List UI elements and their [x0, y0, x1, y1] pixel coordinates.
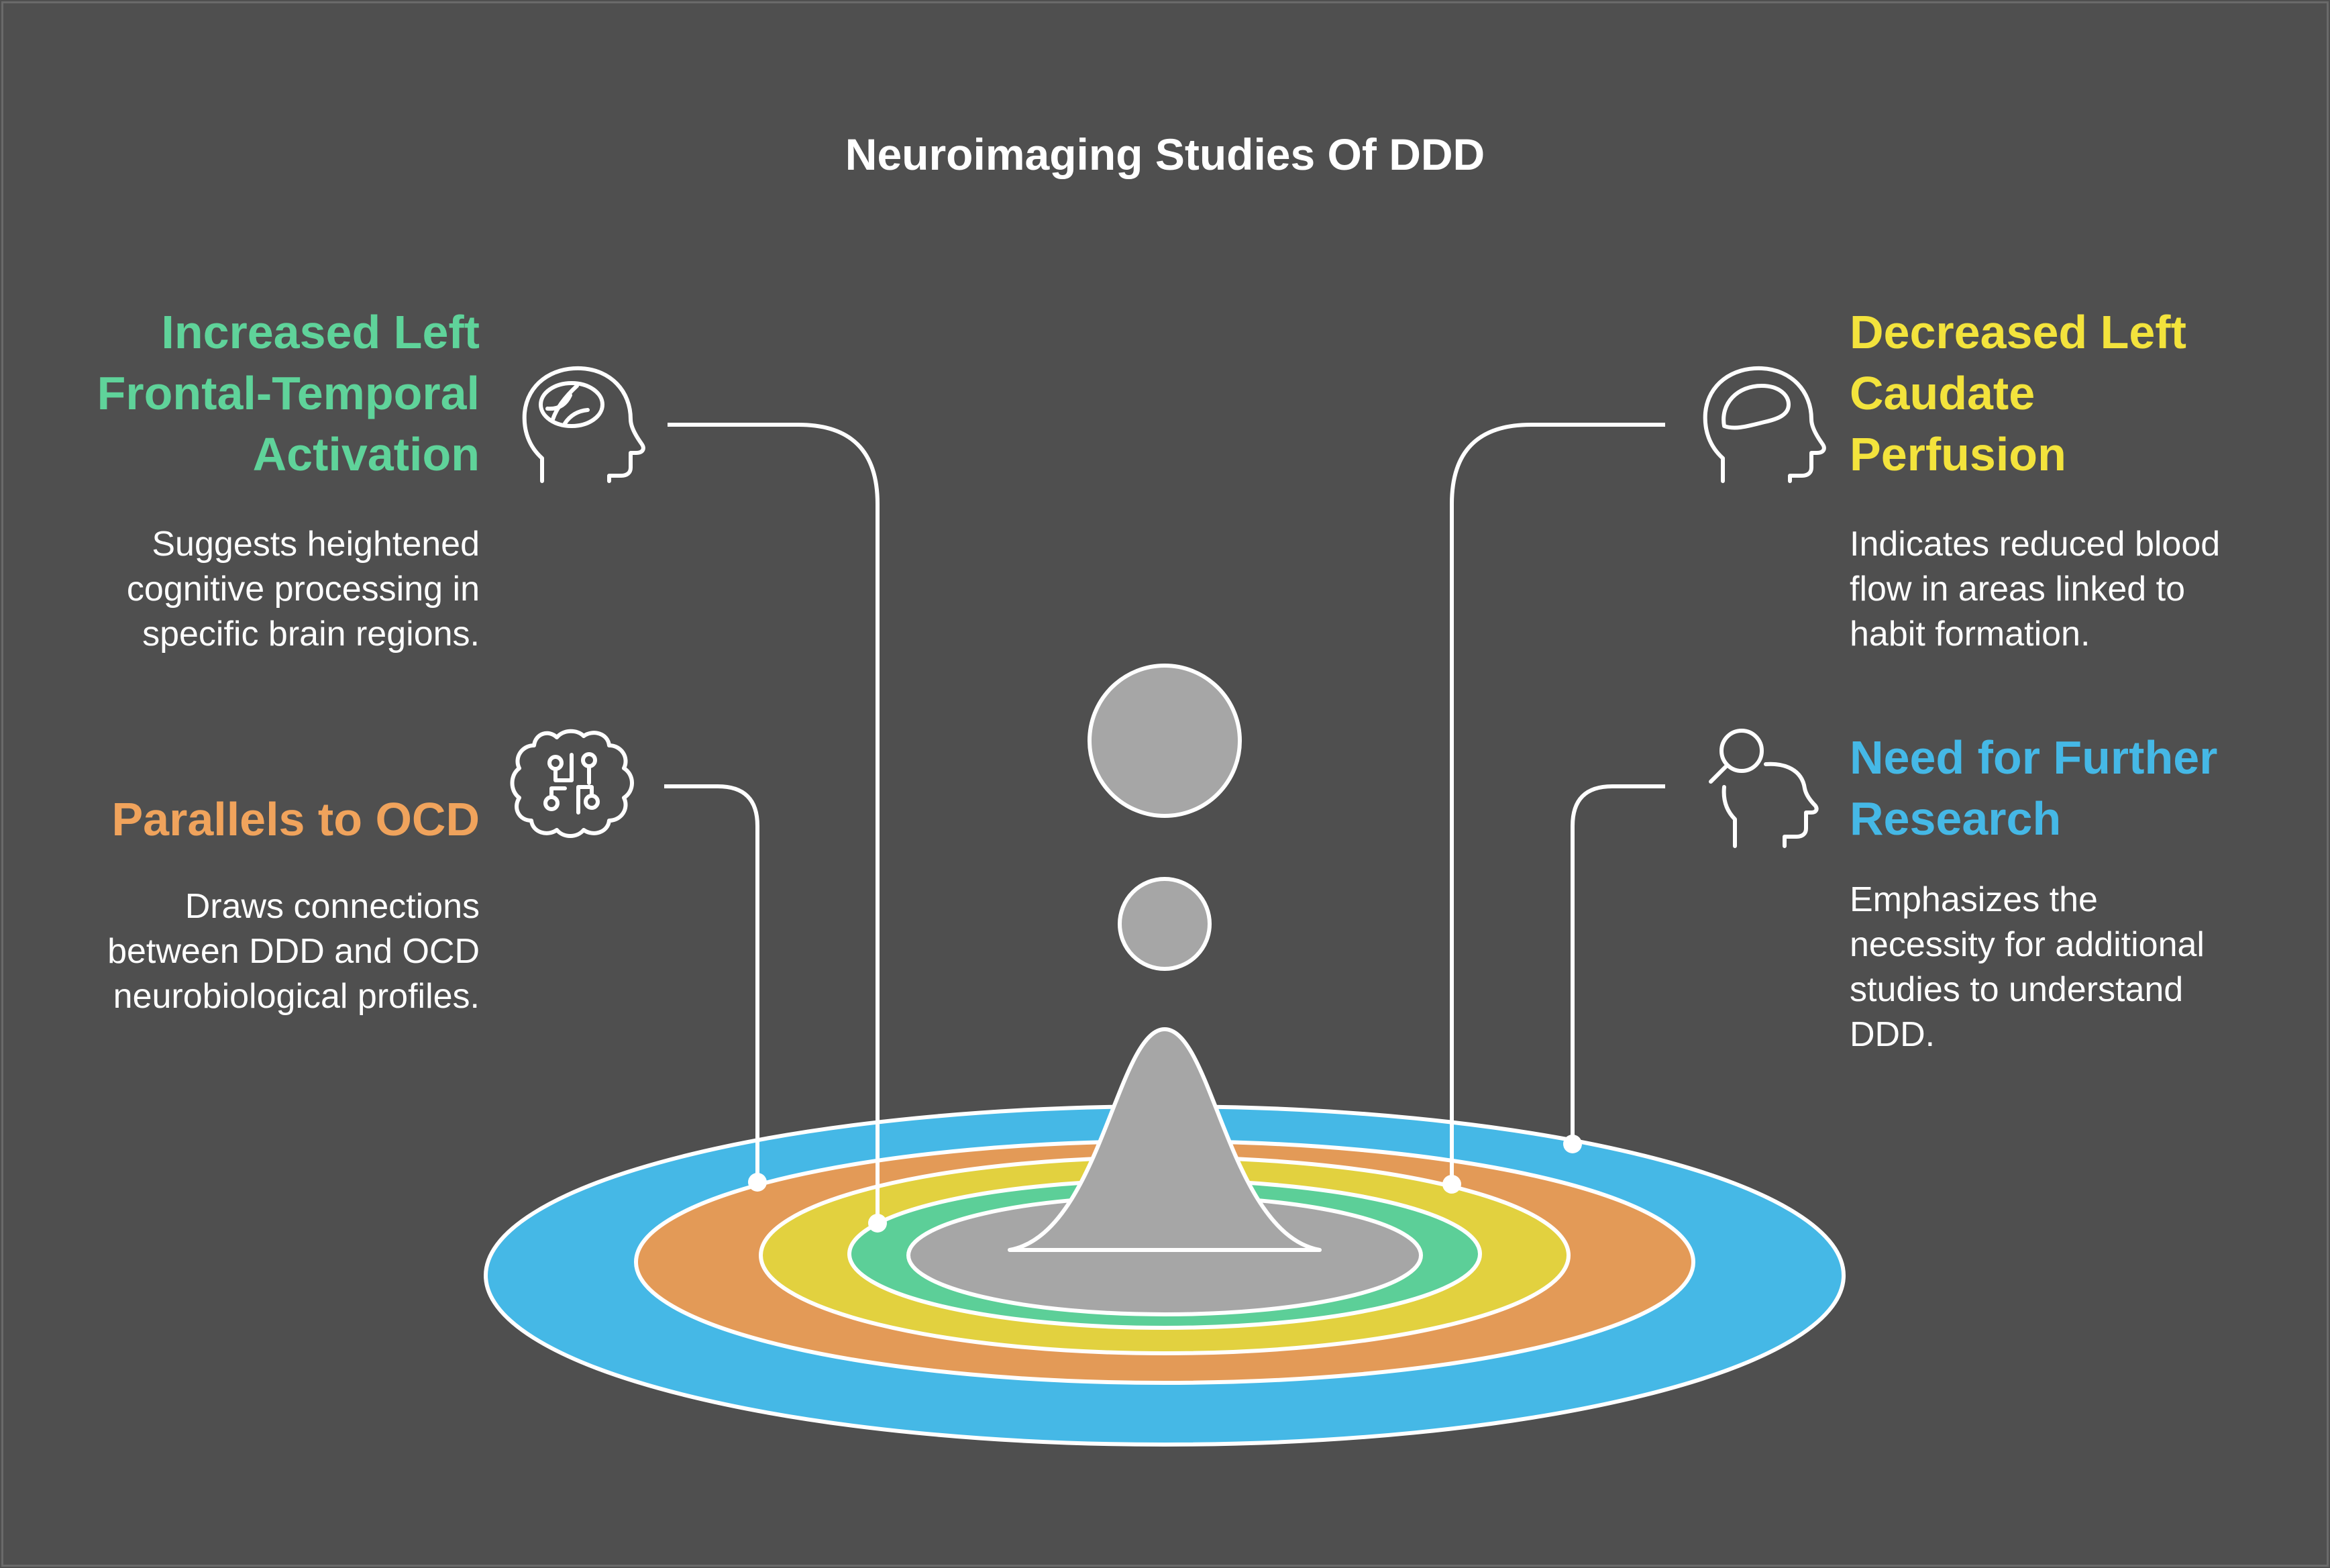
description-line: habit formation.	[1850, 615, 2090, 654]
heading-need-for-further-research: Need for Further Research	[1850, 727, 2217, 849]
connector-further-research	[1571, 784, 1665, 1144]
description-line: DDD.	[1850, 1015, 1936, 1054]
description-parallels-to-ocd: Draws connections between DDD and OCD ne…	[107, 884, 480, 1019]
connector-dots	[748, 1135, 1582, 1233]
heading-line: Caudate	[1850, 367, 2035, 419]
head-thought-icon	[1703, 366, 1826, 483]
heading-line: Activation	[252, 428, 480, 480]
heading-line: Frontal-Temporal	[97, 367, 480, 419]
description-line: neurobiological profiles.	[113, 977, 480, 1016]
description-line: necessity for additional	[1850, 925, 2205, 964]
connector-dot	[1442, 1175, 1461, 1194]
description-line: cognitive processing in	[126, 570, 480, 609]
heading-decreased-left-caudate-perfusion: Decreased Left Caudate Perfusion	[1850, 302, 2186, 485]
falling-drop-large	[1088, 664, 1242, 818]
heading-line: Need for Further	[1850, 731, 2218, 784]
heading-line: Parallels to OCD	[111, 793, 480, 845]
description-increased-left-frontal-temporal: Suggests heightened cognitive processing…	[127, 522, 480, 657]
concentric-rings	[484, 1104, 1846, 1447]
connector-parallels-ocd	[664, 784, 759, 1182]
heading-line: Perfusion	[1850, 428, 2066, 480]
droplet-splash	[1008, 1027, 1322, 1252]
connector-decreased-perfusion	[1450, 423, 1665, 1184]
head-search-icon	[1709, 729, 1819, 848]
head-brain-icon	[522, 366, 645, 483]
falling-drop-small	[1118, 877, 1212, 971]
heading-line: Increased Left	[161, 306, 480, 358]
connector-dot	[868, 1214, 887, 1233]
diagram-title: Neuroimaging Studies Of DDD	[845, 129, 1485, 179]
description-line: studies to understand	[1850, 970, 2184, 1009]
connector-dot	[748, 1173, 767, 1192]
brain-circuit-icon	[510, 729, 634, 838]
connectors	[664, 423, 1665, 1223]
description-line: Draws connections	[184, 887, 480, 926]
heading-line: Decreased Left	[1850, 306, 2186, 358]
heading-line: Research	[1850, 792, 2062, 845]
description-line: specific brain regions.	[142, 615, 480, 654]
description-line: between DDD and OCD	[107, 932, 480, 971]
description-need-for-further-research: Emphasizes the necessity for additional …	[1850, 878, 2205, 1057]
heading-parallels-to-ocd: Parallels to OCD	[111, 789, 480, 850]
connector-dot	[1563, 1135, 1582, 1153]
description-line: Suggests heightened	[152, 525, 480, 564]
connector-increased-activation	[668, 423, 880, 1223]
description-line: Indicates reduced blood	[1850, 525, 2221, 564]
description-line: Emphasizes the	[1850, 880, 2098, 919]
heading-increased-left-frontal-temporal: Increased Left Frontal-Temporal Activati…	[97, 302, 480, 485]
description-line: flow in areas linked to	[1850, 570, 2186, 609]
description-decreased-left-caudate-perfusion: Indicates reduced blood flow in areas li…	[1850, 522, 2220, 657]
